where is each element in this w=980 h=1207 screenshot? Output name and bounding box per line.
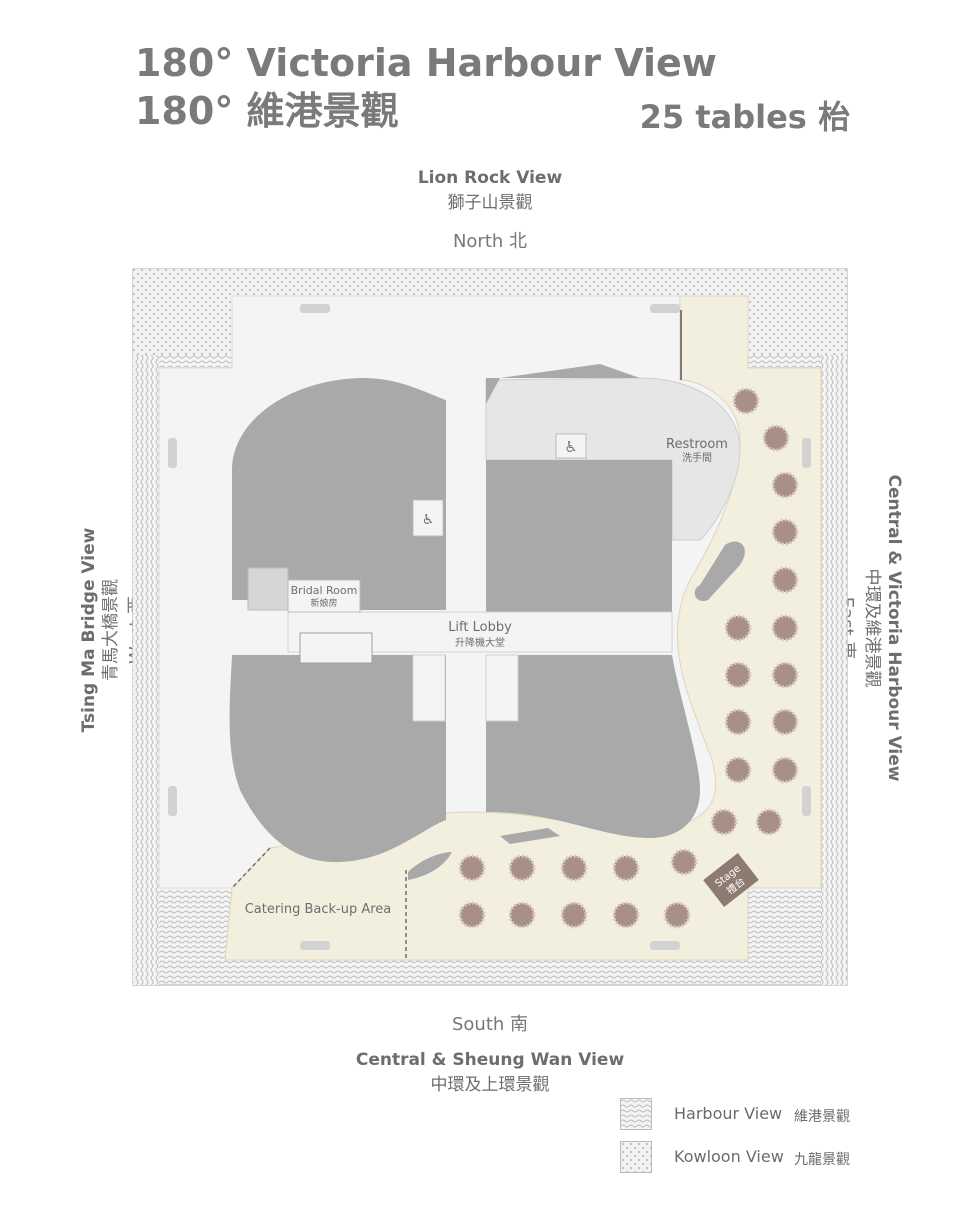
lift-lobby-label: Lift Lobby xyxy=(448,620,512,635)
page-title-en: 180° Victoria Harbour View xyxy=(135,41,717,85)
table xyxy=(724,756,752,784)
legend-kowloon-zh: 九龍景觀 xyxy=(794,1152,850,1168)
table xyxy=(724,708,752,736)
table xyxy=(724,614,752,642)
wheelchair-icon-2: ♿ xyxy=(422,512,435,528)
table xyxy=(771,756,799,784)
restroom-label-zh: 洗手間 xyxy=(682,451,712,464)
north-view-en: Lion Rock View xyxy=(417,168,563,188)
table xyxy=(771,518,799,546)
table xyxy=(560,901,588,929)
block-southeast xyxy=(486,655,700,838)
wheelchair-icon: ♿ xyxy=(564,438,577,456)
table xyxy=(762,424,790,452)
south-view-en: Central & Sheung Wan View xyxy=(355,1050,625,1070)
table xyxy=(710,808,738,836)
legend-harbour: Harbour View 維港景觀 xyxy=(620,1098,880,1132)
dots-swatch-icon xyxy=(620,1141,652,1173)
block-southwest xyxy=(229,655,446,863)
south-view-zh: 中環及上環景觀 xyxy=(430,1075,550,1095)
table xyxy=(560,854,588,882)
table xyxy=(724,661,752,689)
bridal-room xyxy=(287,579,361,613)
table xyxy=(771,614,799,642)
block-northeast xyxy=(486,460,672,612)
table xyxy=(771,471,799,499)
catering-label: Catering Back-up Area xyxy=(245,902,392,917)
lift-lobby-label-zh: 升降機大堂 xyxy=(455,636,505,649)
north-view-label: Lion Rock View 獅子山景觀 North 北 xyxy=(340,168,640,253)
table xyxy=(508,854,536,882)
restroom-zone xyxy=(485,377,741,541)
table xyxy=(755,808,783,836)
block-northwest xyxy=(232,377,446,610)
north-compass: North 北 xyxy=(452,231,528,252)
table xyxy=(612,854,640,882)
page-title-zh: 180° 維港景觀 xyxy=(135,89,399,133)
legend-harbour-en: Harbour View xyxy=(674,1104,783,1123)
south-view-label: South 南 Central & Sheung Wan View 中環及上環景… xyxy=(330,1010,650,1095)
table xyxy=(771,708,799,736)
table xyxy=(771,661,799,689)
south-compass: South 南 xyxy=(451,1014,529,1035)
legend-kowloon: Kowloon View 九龍景觀 xyxy=(620,1141,880,1175)
bridal-room-label: Bridal Room xyxy=(291,584,358,597)
table xyxy=(771,566,799,594)
bridal-room-label-zh: 新娘房 xyxy=(310,597,337,609)
restroom-label: Restroom xyxy=(666,437,728,452)
table xyxy=(670,848,698,876)
table xyxy=(458,854,486,882)
table xyxy=(508,901,536,929)
legend-kowloon-en: Kowloon View xyxy=(674,1147,784,1166)
waves-swatch-icon xyxy=(620,1098,652,1130)
table-count: 25 tables 枱 xyxy=(639,98,850,136)
table xyxy=(612,901,640,929)
banquet-tables xyxy=(458,387,799,929)
north-view-zh: 獅子山景觀 xyxy=(447,193,533,213)
table xyxy=(663,901,691,929)
table xyxy=(458,901,486,929)
table xyxy=(732,387,760,415)
legend-harbour-zh: 維港景觀 xyxy=(794,1109,850,1125)
